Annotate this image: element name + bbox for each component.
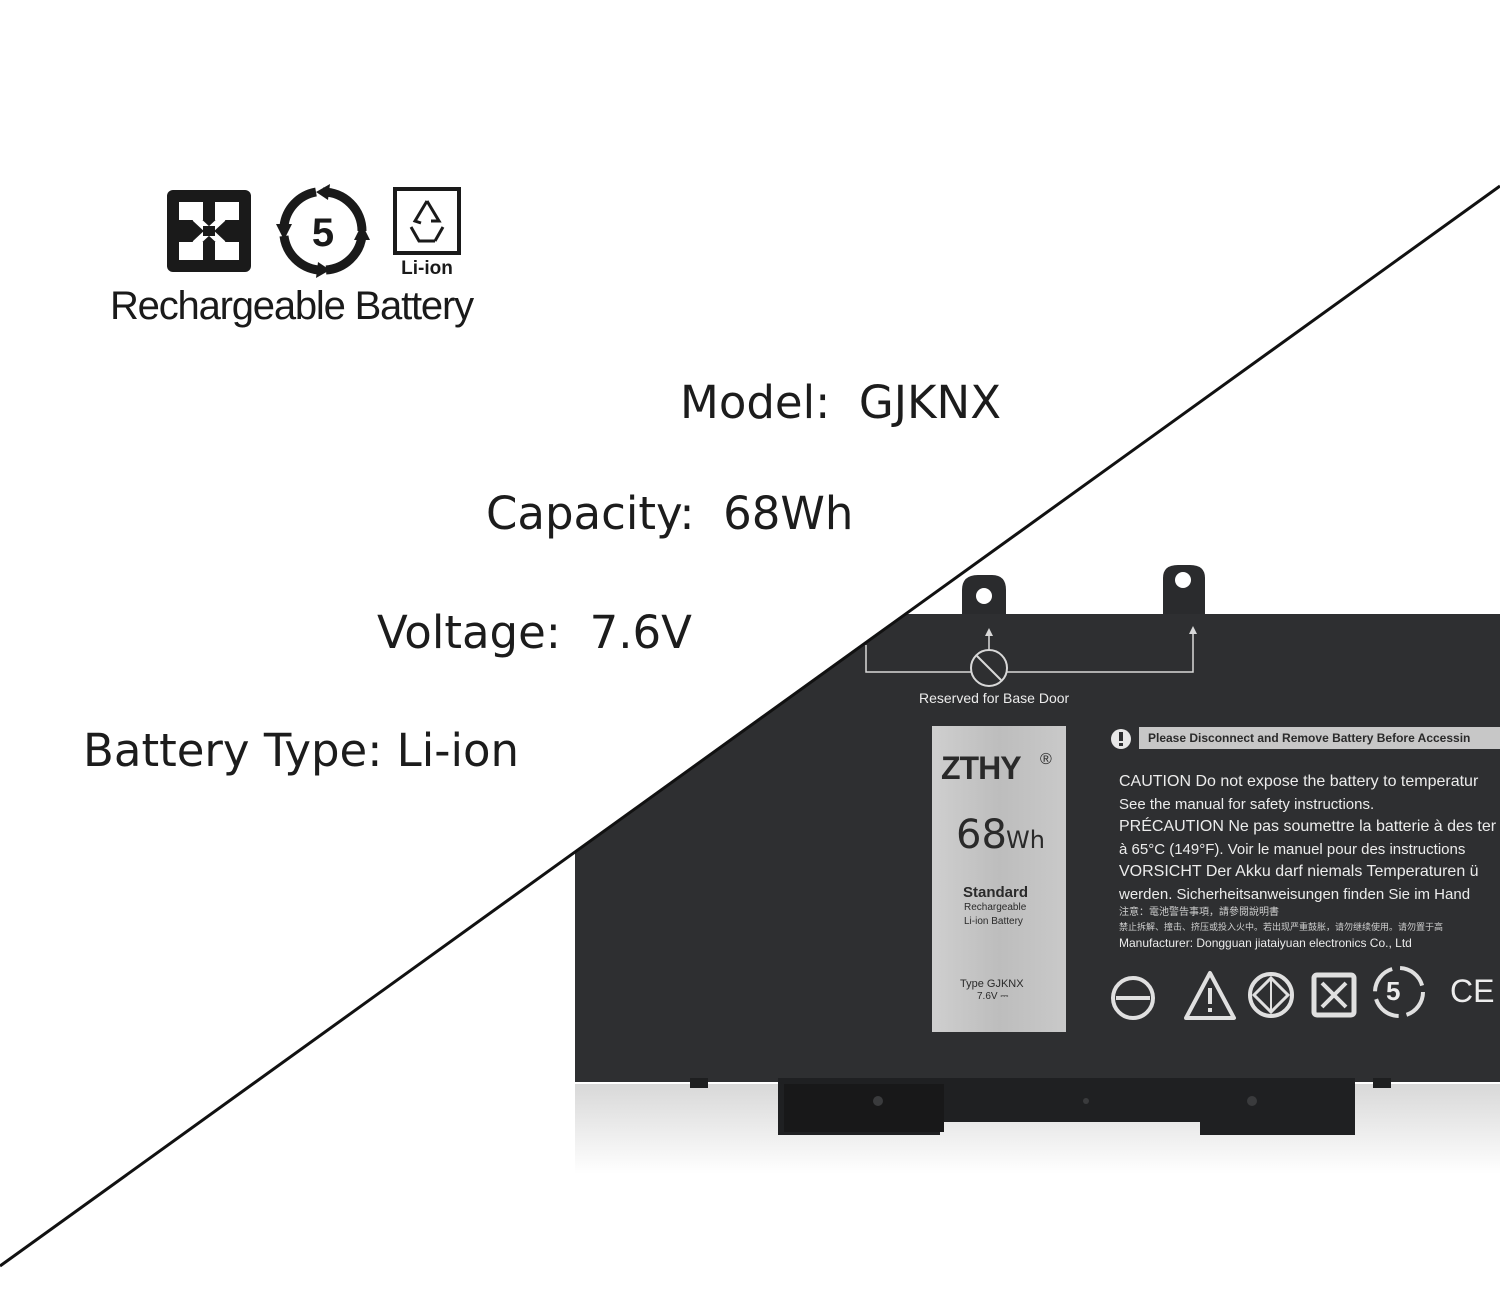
vorsicht-line-2: werden. Sicherheitsanweisungen finden Si… bbox=[1119, 886, 1471, 903]
label-voltage: 7.6V ⎓ bbox=[977, 991, 1009, 1002]
spec-model: Model: GJKNX bbox=[680, 376, 1002, 429]
caution-line-1: CAUTION Do not expose the battery to tem… bbox=[1119, 773, 1479, 790]
label-rechargeable: Rechargeable bbox=[964, 902, 1027, 913]
rotation-5-icon: 5 bbox=[276, 184, 370, 278]
spec-capacity: Capacity: 68Wh bbox=[486, 487, 854, 540]
spec-voltage: Voltage: 7.6V bbox=[377, 606, 692, 659]
li-ion-icon-label: Li-ion bbox=[401, 258, 453, 277]
label-li-ion-battery: Li-ion Battery bbox=[964, 916, 1023, 927]
precaution-line-1: PRÉCAUTION Ne pas soumettre la batterie … bbox=[1119, 818, 1497, 835]
label-standard: Standard bbox=[963, 884, 1029, 901]
label-type: Type GJKNX bbox=[960, 978, 1024, 990]
diagonal-divider bbox=[0, 184, 1500, 1268]
vorsicht-line-1: VORSICHT Der Akku darf niemals Temperatu… bbox=[1119, 863, 1479, 880]
caution-line-2: See the manual for safety instructions. bbox=[1119, 796, 1375, 813]
ce-mark: CE bbox=[1450, 973, 1495, 1009]
chinese-line-2: 禁止拆解、撞击、挤压或投入火中。若出现严重鼓胀，请勿继续使用。请勿置于高 bbox=[1119, 922, 1444, 932]
bottom-5-icon-number: 5 bbox=[1386, 976, 1401, 1006]
reserved-base-door-text: Reserved for Base Door bbox=[919, 690, 1070, 706]
precaution-line-2: à 65°C (149°F). Voir le manuel pour des … bbox=[1119, 841, 1466, 858]
battery-body bbox=[575, 565, 1500, 1174]
spec-battery-type: Battery Type: Li-ion bbox=[83, 724, 520, 777]
registered-mark: ® bbox=[1040, 751, 1052, 768]
brand-logo: ZTHY bbox=[941, 750, 1022, 786]
rechargeable-battery-title: Rechargeable Battery bbox=[110, 284, 474, 328]
recycle-arrows-icon bbox=[167, 190, 251, 272]
manufacturer-line: Manufacturer: Dongguan jiataiyuan electr… bbox=[1119, 936, 1412, 950]
rotation-5-number: 5 bbox=[312, 211, 334, 255]
li-ion-recycle-icon: Li-ion bbox=[393, 187, 461, 277]
warning-banner: Please Disconnect and Remove Battery Bef… bbox=[1148, 731, 1471, 745]
label-capacity-unit: Wh bbox=[1006, 826, 1045, 854]
label-capacity-number: 68 bbox=[956, 812, 1007, 858]
chinese-line-1: 注意：電池警告事項，請參閱說明書 bbox=[1119, 907, 1279, 918]
